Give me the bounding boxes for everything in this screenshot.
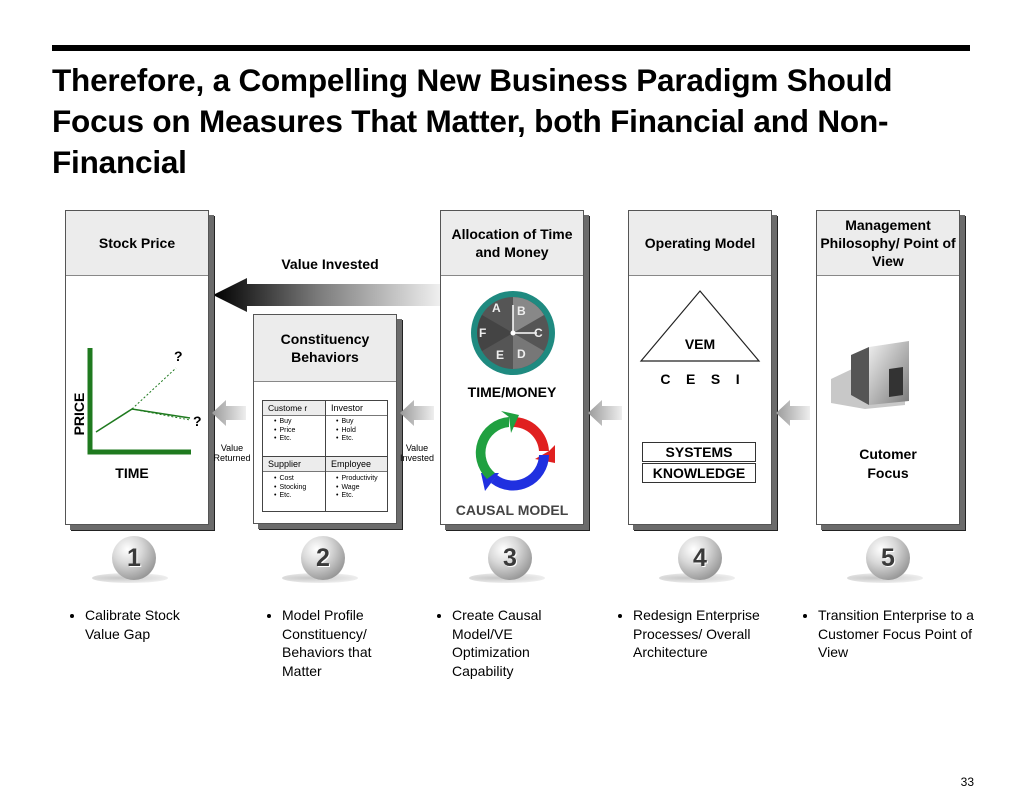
employee-header: Employee [326,457,387,472]
step-1-description: Calibrate Stock Value Gap [68,606,218,643]
investor-items: Buy Hold Etc. [336,418,355,444]
step-5-number: 5 [866,536,910,580]
chart-ylabel: PRICE [71,392,87,436]
operating-panel: Operating Model VEM C E S I SYSTEMS KNOW… [628,210,772,525]
clock-icon [471,291,555,375]
step-2-number: 2 [301,536,345,580]
knowledge-box: KNOWLEDGE [642,463,756,483]
customer-focus-label: Cutomer Focus [859,446,917,481]
chart-price-line [95,408,191,433]
clock-letter-f: F [479,326,487,340]
employee-items: Productivity Wage Etc. [336,475,377,501]
customer-items: Buy Price Etc. [274,418,295,444]
vem-label: VEM [684,336,716,352]
cesi-label: C E S I [660,371,740,387]
step-1-number: 1 [112,536,156,580]
customer-header: Custome r [263,401,325,416]
management-panel: Management Philosophy/ Point of View Cut… [816,210,960,525]
clock-letter-c: C [534,326,543,340]
chart-question-upper: ? [174,348,183,364]
supplier-items: Cost Stocking Etc. [274,475,306,501]
step-2-description: Model Profile Constituency/ Behaviors th… [265,606,405,680]
step-3-description: Create Causal Model/VE Optimization Capa… [435,606,585,680]
arrow-left-small-1 [212,400,246,426]
step-3-number: 3 [488,536,532,580]
clock-letter-a: A [492,301,501,315]
vem-triangle [639,290,761,362]
time-money-label: TIME/MONEY [467,384,557,400]
step-4-number: 4 [678,536,722,580]
title-rule [52,45,970,51]
clock-letter-e: E [496,348,505,362]
allocation-header: Allocation of Time and Money [441,211,583,276]
constituency-grid: Custome r Investor Buy Price Etc. Buy Ho… [262,400,388,512]
step-4-description: Redesign Enterprise Processes/ Overall A… [616,606,791,662]
page-title: Therefore, a Compelling New Business Par… [52,62,893,180]
causal-model-label: CAUSAL MODEL [455,502,569,518]
allocation-panel: Allocation of Time and Money A B C D E F… [440,210,584,525]
investor-header: Investor [326,401,387,416]
page-number: 33 [960,775,974,789]
stock-price-header: Stock Price [66,211,208,276]
operating-header: Operating Model [629,211,771,276]
arrow-left-small-2 [400,400,434,426]
value-returned-label: Value Returned [213,443,251,463]
chart-axes [87,348,191,455]
stock-price-chart [87,348,191,455]
chart-xlabel: TIME [115,465,149,481]
arrow-left-small-4 [776,400,810,426]
chart-question-lower: ? [193,413,202,429]
value-invested-label: Value Invested [281,256,379,272]
chart-projection-down [131,408,191,421]
building-blocks-icon [831,341,909,409]
supplier-header: Supplier [263,457,325,472]
causal-cycle-icon [475,411,555,491]
stock-price-panel: Stock Price ? ? PRICE TIME [65,210,209,525]
clock-letter-b: B [517,304,526,318]
clock-letter-d: D [517,347,526,361]
value-invested-small-label: Value Invested [399,443,435,463]
value-invested-arrow [213,278,445,312]
chart-projection-up [131,367,177,410]
arrow-left-small-3 [588,400,622,426]
constituency-header: Constituency Behaviors [254,315,396,382]
constituency-panel: Constituency Behaviors Custome r Investo… [253,314,397,524]
management-header: Management Philosophy/ Point of View [817,211,959,276]
systems-box: SYSTEMS [642,442,756,462]
step-5-description: Transition Enterprise to a Customer Focu… [801,606,976,662]
